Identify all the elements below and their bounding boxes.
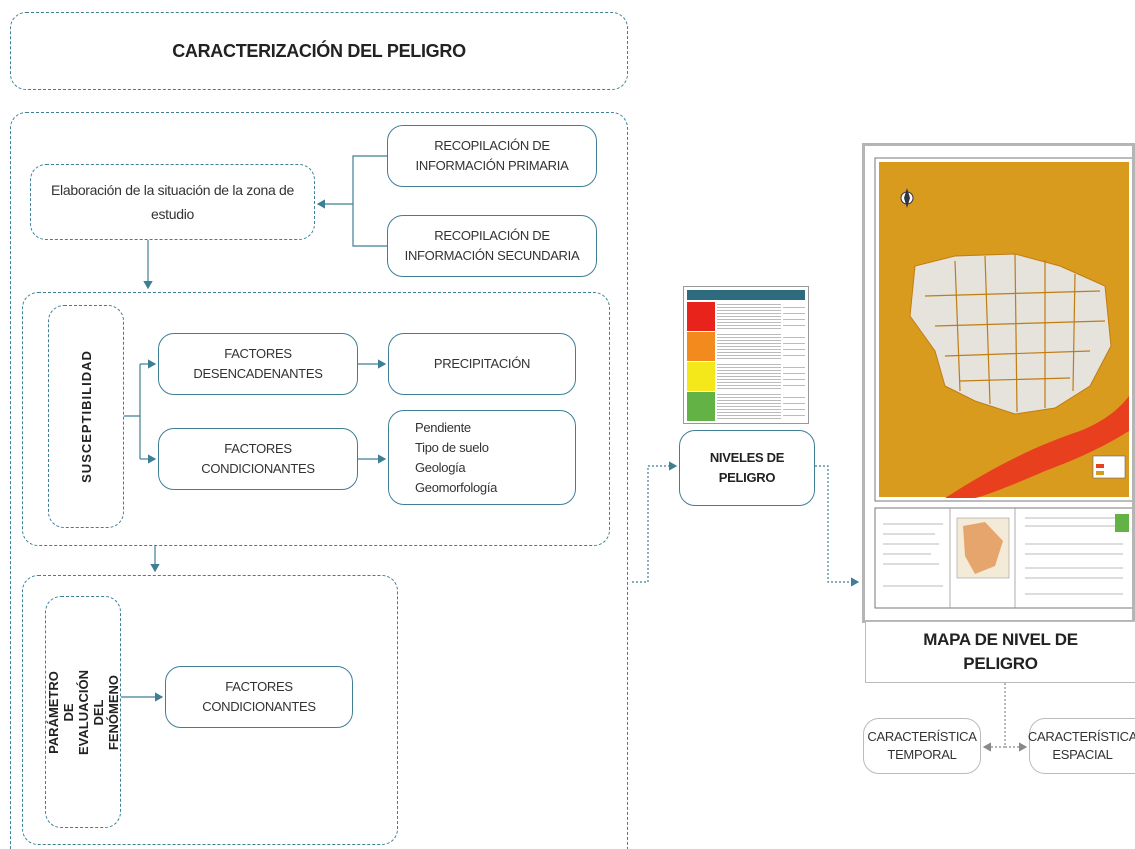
hazard-levels-box: NIVELES DE PELIGRO: [679, 430, 815, 506]
hazard-swatch-bajo: [687, 392, 715, 421]
spatial-characteristic-label: CARACTERÍSTICA ESPACIAL: [1027, 729, 1135, 762]
hazard-desc-bajo: [717, 392, 781, 421]
hazard-range-muy-alto: [783, 302, 805, 331]
hazard-desc-medio: [717, 362, 781, 391]
triggering-factors-label: FACTORES DESENCADENANTES: [193, 346, 323, 381]
primary-info-label: RECOPILACIÓN DE INFORMACIÓN PRIMARIA: [415, 138, 569, 173]
spatial-characteristic-box: CARACTERÍSTICA ESPACIAL: [1027, 718, 1135, 774]
hazard-row-bajo: [687, 392, 805, 421]
connector-hazard-levels-to-map: [815, 465, 860, 587]
conditioning-factors-list-box: Pendiente Tipo de suelo Geología Geomorf…: [388, 410, 576, 505]
conditioning-factors-list: Pendiente Tipo de suelo Geología Geomorf…: [415, 419, 498, 495]
susceptibility-label-box: SUSCEPTIBILIDAD: [48, 305, 124, 528]
hazard-swatch-muy-alto: [687, 302, 715, 331]
triggering-factors-box: FACTORES DESENCADENANTES: [158, 333, 358, 395]
study-area-situation-label: Elaboración de la situación de la zona d…: [51, 182, 294, 222]
secondary-info-box: RECOPILACIÓN DE INFORMACIÓN SECUNDARIA: [387, 215, 597, 277]
hazard-swatch-medio: [687, 362, 715, 391]
hazard-range-alto: [783, 332, 805, 361]
connector-process-to-hazard-levels: [632, 461, 678, 583]
parameter-label-box: PARÁMETRO DE EVALUACIÓN DEL FENÓMENO: [45, 596, 121, 828]
hazard-levels-label: NIVELES DE PELIGRO: [709, 450, 785, 485]
conditioning-factors-box-2: FACTORES CONDICIONANTES: [165, 666, 353, 728]
hazard-table-header: [687, 290, 805, 300]
hazard-levels-table: [683, 286, 809, 424]
hazard-map-graphic: [874, 157, 1132, 609]
hazard-desc-alto: [717, 332, 781, 361]
diagram-title: CARACTERIZACIÓN DEL PELIGRO: [172, 40, 466, 61]
hazard-map-title: MAPA DE NIVEL DE PELIGRO: [923, 630, 1078, 673]
hazard-range-medio: [783, 362, 805, 391]
precipitation-box: PRECIPITACIÓN: [388, 333, 576, 395]
conditioning-factors-label-2: FACTORES CONDICIONANTES: [202, 679, 316, 714]
hazard-map-image: [862, 143, 1135, 623]
connector-secondary-to-situation: [352, 204, 387, 247]
temporal-characteristic-label: CARACTERÍSTICA TEMPORAL: [867, 729, 977, 762]
hazard-desc-muy-alto: [717, 302, 781, 331]
conditioning-factors-box: FACTORES CONDICIONANTES: [158, 428, 358, 490]
hazard-row-medio: [687, 362, 805, 391]
connector-primary-to-situation: [352, 155, 387, 204]
connector-susceptibility-branch: [124, 364, 141, 459]
study-area-situation-box: Elaboración de la situación de la zona d…: [30, 164, 315, 240]
hazard-swatch-alto: [687, 332, 715, 361]
precipitation-label: PRECIPITACIÓN: [433, 356, 531, 371]
primary-info-box: RECOPILACIÓN DE INFORMACIÓN PRIMARIA: [387, 125, 597, 187]
hazard-range-bajo: [783, 392, 805, 421]
conditioning-factors-label: FACTORES CONDICIONANTES: [201, 441, 315, 476]
hazard-row-muy-alto: [687, 302, 805, 331]
hazard-map-title-box: MAPA DE NIVEL DE PELIGRO: [865, 621, 1135, 683]
title-box: CARACTERIZACIÓN DEL PELIGRO: [10, 12, 628, 90]
secondary-info-label: RECOPILACIÓN DE INFORMACIÓN SECUNDARIA: [404, 228, 580, 263]
temporal-characteristic-box: CARACTERÍSTICA TEMPORAL: [863, 718, 981, 774]
hazard-row-alto: [687, 332, 805, 361]
